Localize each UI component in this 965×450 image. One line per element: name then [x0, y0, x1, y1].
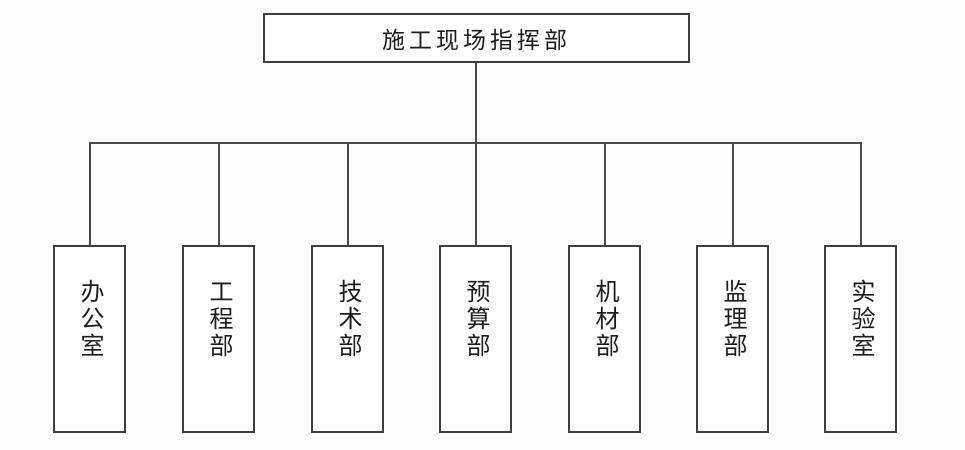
- drop-connector-6: [732, 142, 734, 246]
- child-node-label-5: 机材部: [590, 279, 619, 360]
- child-node-label-7: 实验室: [846, 279, 875, 360]
- root-node-box[interactable]: 施工现场指挥部: [263, 13, 690, 63]
- child-node-label-4: 预算部: [461, 279, 490, 360]
- child-node-label-1: 办公室: [75, 279, 104, 360]
- child-node-box-7[interactable]: 实验室: [824, 245, 897, 433]
- drop-connector-2: [218, 142, 220, 246]
- drop-connector-1: [89, 142, 91, 246]
- child-node-box-4[interactable]: 预算部: [439, 245, 512, 433]
- child-node-box-3[interactable]: 技术部: [311, 245, 384, 433]
- child-node-box-2[interactable]: 工程部: [182, 245, 255, 433]
- drop-connector-3: [347, 142, 349, 246]
- child-node-box-5[interactable]: 机材部: [568, 245, 641, 433]
- child-node-box-6[interactable]: 监理部: [696, 245, 769, 433]
- root-stem-connector: [475, 63, 477, 143]
- child-node-label-2: 工程部: [204, 279, 233, 360]
- drop-connector-5: [604, 142, 606, 246]
- root-node-label: 施工现场指挥部: [382, 28, 571, 54]
- drop-connector-7: [860, 142, 862, 246]
- child-node-label-6: 监理部: [718, 279, 747, 360]
- child-node-box-1[interactable]: 办公室: [53, 245, 126, 433]
- drop-connector-4: [475, 142, 477, 246]
- child-node-label-3: 技术部: [333, 279, 362, 360]
